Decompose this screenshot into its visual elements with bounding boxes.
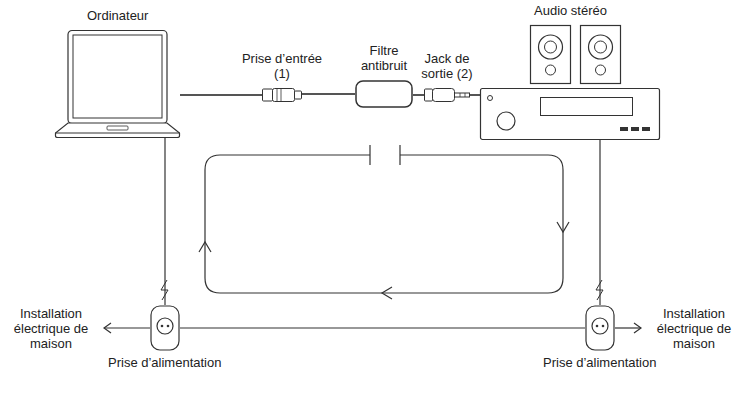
node-label: Filtre antibruit (353, 43, 415, 73)
audio-cable (470, 94, 480, 96)
node-shape (480, 25, 660, 140)
loop-gap-tick (369, 145, 370, 165)
wiring-arrow-head (104, 323, 111, 333)
audio-cable (413, 94, 424, 96)
wiring-label: Installation électrique de maison (645, 306, 743, 351)
output-jack-node: Jack de sortie (2) (424, 88, 470, 102)
node-shape (150, 305, 180, 351)
node-label: Prise d’entrée (1) (240, 51, 324, 81)
wiring-arrow-line (104, 327, 150, 328)
stereo-node: Audio stéréo (480, 25, 660, 140)
wiring-arrow-head (634, 323, 641, 333)
power-outlet: Prise d’alimentation (585, 305, 615, 351)
loop-arrow (199, 242, 211, 252)
noise-filter-box: Filtre antibruit (355, 80, 413, 108)
node-label: Jack de sortie (2) (414, 51, 480, 81)
node-label: Ordinateur (87, 8, 148, 23)
node-shape (262, 88, 302, 102)
loop-arrow (557, 222, 569, 232)
node-shape (585, 305, 615, 351)
node-label: Audio stéréo (534, 3, 607, 18)
wiring-label: Installation électrique de maison (2, 306, 100, 351)
loop-arrow (382, 287, 392, 299)
node-shape (424, 88, 470, 102)
power-wire (599, 140, 600, 305)
power-wire (180, 327, 585, 328)
laptop-node: Ordinateur (55, 30, 180, 138)
loop-gap-tick (399, 145, 400, 165)
node-label: Prise d’alimentation (543, 355, 656, 370)
wiring-arrow-line (615, 327, 641, 328)
node-shape (355, 80, 413, 108)
audio-cable (302, 93, 355, 95)
node-label: Prise d’alimentation (108, 355, 221, 370)
ground-loop (205, 155, 563, 293)
power-outlet: Prise d’alimentation (150, 305, 180, 351)
input-plug-node: Prise d’entrée (1) (262, 88, 302, 102)
power-wire (164, 138, 165, 305)
audio-cable (180, 94, 262, 96)
node-shape (55, 30, 180, 138)
